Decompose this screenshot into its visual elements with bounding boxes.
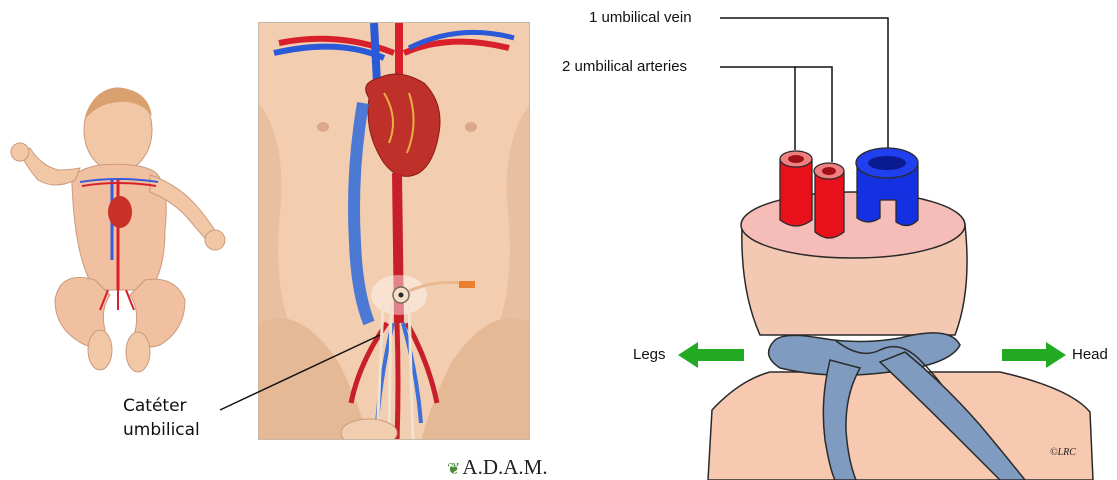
infant-heart bbox=[108, 196, 132, 228]
catheter-label-line2: umbilical bbox=[123, 418, 200, 442]
leaf-icon: ❦ bbox=[447, 461, 460, 478]
cord-cut-surface bbox=[741, 192, 965, 258]
umbilical-artery-1 bbox=[780, 151, 812, 226]
cord-tie bbox=[769, 333, 960, 375]
catheter-label-line1: Catéter bbox=[123, 394, 200, 418]
catheter-callout-line bbox=[210, 330, 390, 420]
head-arrow bbox=[1002, 342, 1066, 368]
adam-logo: ❦A.D.A.M. bbox=[447, 455, 548, 480]
arteries-label: 2 umbilical arteries bbox=[562, 58, 687, 75]
adam-logo-text: A.D.A.M. bbox=[462, 455, 547, 479]
arteries-leader-line bbox=[720, 67, 832, 162]
catheter-label: Catéter umbilical bbox=[123, 394, 200, 442]
vein-leader-line bbox=[720, 18, 888, 150]
head-label: Head bbox=[1072, 346, 1108, 363]
legs-label: Legs bbox=[633, 346, 666, 363]
umbilical-artery-2 bbox=[814, 163, 844, 238]
artist-signature: ©LRC bbox=[1050, 447, 1076, 458]
body-base bbox=[708, 372, 1093, 480]
legs-arrow bbox=[678, 342, 744, 368]
vein-label: 1 umbilical vein bbox=[589, 9, 692, 26]
